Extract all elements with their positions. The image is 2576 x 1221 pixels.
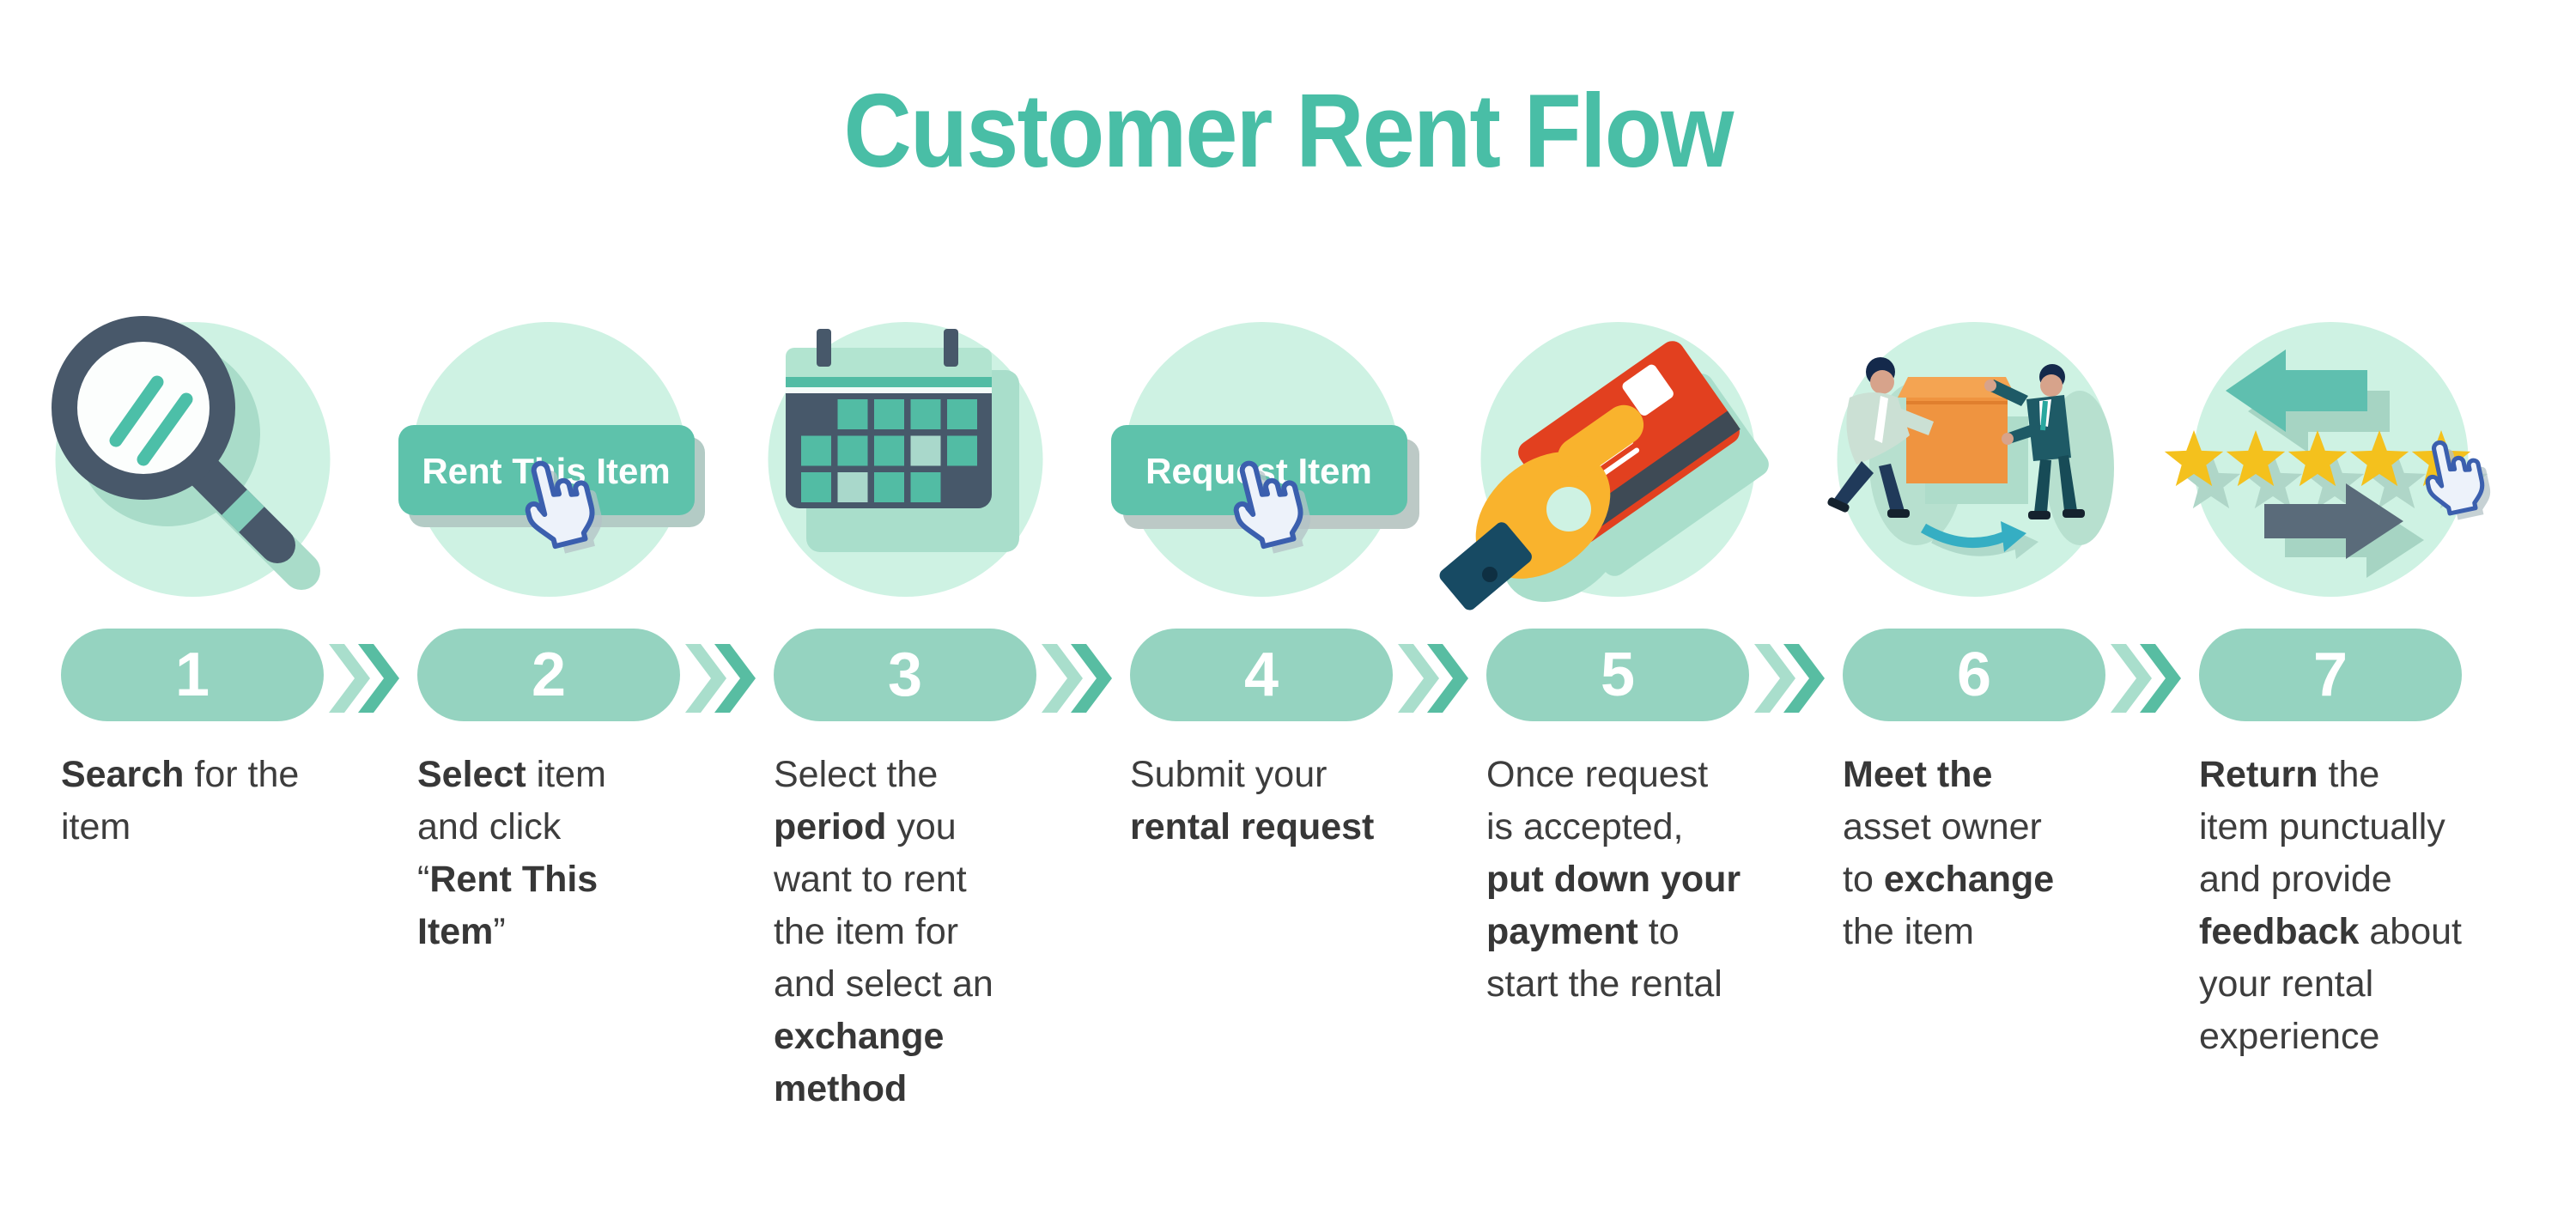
step-description: Select item and click “Rent This Item” bbox=[417, 754, 606, 952]
credit-card-payment-icon bbox=[1439, 322, 1769, 610]
chevron-separator-icon bbox=[1042, 644, 1112, 713]
calendar-icon bbox=[768, 322, 1043, 597]
flow-step-7: 7 Return the item punctually and provide… bbox=[2153, 0, 2509, 1221]
rent-this-item-button-icon: Rent This Item bbox=[398, 322, 705, 597]
chevron-separator-icon bbox=[329, 644, 399, 713]
step-number: 5 bbox=[1600, 641, 1636, 709]
step-pill: 4 bbox=[1130, 629, 1393, 721]
step-description: Return the item punctually and provide f… bbox=[2199, 754, 2462, 1057]
step-description: Meet the asset owner to exchange the ite… bbox=[1843, 754, 2055, 952]
flow-step-2: Rent This Item 2 Select item and click “… bbox=[371, 0, 756, 1221]
step-number: 2 bbox=[531, 641, 567, 709]
step-description: Once request is accepted, put down your … bbox=[1486, 754, 1741, 1005]
step-pill: 1 bbox=[61, 629, 324, 721]
star-rating-feedback-icon bbox=[2164, 322, 2509, 597]
item-exchange-people-icon bbox=[1827, 322, 2114, 597]
request-item-button-icon: Request Item bbox=[1111, 322, 1419, 597]
flow-step-4: Request Item 4 Submit your rental reques… bbox=[1084, 0, 1468, 1221]
step-pill: 3 bbox=[774, 629, 1036, 721]
step-pill: 2 bbox=[417, 629, 680, 721]
chevron-separator-icon bbox=[2111, 644, 2181, 713]
magnifier-search-icon bbox=[52, 316, 331, 597]
flow-step-6: 6 Meet the asset owner to exchange the i… bbox=[1796, 0, 2181, 1221]
chevron-separator-icon bbox=[1754, 644, 1825, 713]
step-number: 3 bbox=[887, 641, 923, 709]
flow-step-1: 1 Search for the item bbox=[15, 0, 399, 1221]
page-title: Customer Rent Flow bbox=[843, 72, 1734, 189]
step-description: Search for the item bbox=[61, 754, 300, 847]
step-pill: 6 bbox=[1843, 629, 2105, 721]
step-pill: 5 bbox=[1486, 629, 1749, 721]
step-number: 6 bbox=[1956, 641, 1992, 709]
step-pill: 7 bbox=[2199, 629, 2462, 721]
step-description: Select the period you want to rent the i… bbox=[774, 754, 993, 1109]
step-description: Submit your rental request bbox=[1130, 754, 1375, 847]
flow-step-3: 3 Select the period you want to rent the… bbox=[727, 0, 1112, 1221]
step-number: 1 bbox=[174, 641, 210, 709]
chevron-separator-icon bbox=[685, 644, 756, 713]
chevron-separator-icon bbox=[1398, 644, 1468, 713]
step-number: 4 bbox=[1243, 641, 1279, 709]
flow-step-5: 5 Once request is accepted, put down you… bbox=[1439, 0, 1825, 1221]
step-number: 7 bbox=[2312, 641, 2348, 709]
